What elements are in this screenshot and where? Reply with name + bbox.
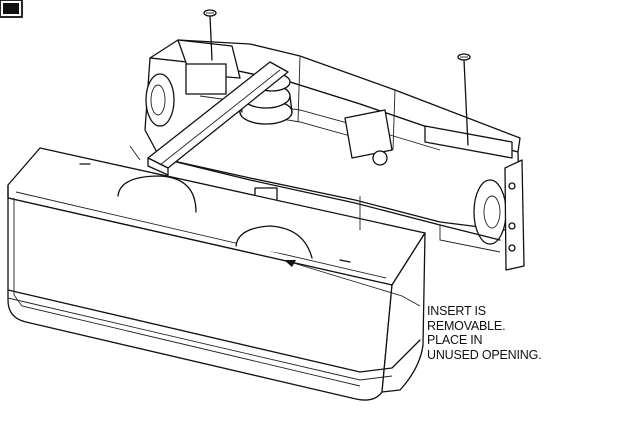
- callout-leader: [284, 260, 421, 307]
- cover-opening-insert: [235, 225, 313, 259]
- callout-line-2: REMOVABLE.: [427, 318, 506, 333]
- closer-cover: [7, 145, 426, 401]
- mounting-screw-left: [203, 9, 217, 61]
- callout-line-1: INSERT IS: [427, 304, 486, 318]
- callout-line-3: PLACE IN: [427, 333, 483, 348]
- insert-callout-label: INSERT IS REMOVABLE. PLACE IN UNUSED OPE…: [427, 304, 542, 362]
- step-number-box: [0, 0, 23, 18]
- callout-line-4: UNUSED OPENING.: [427, 347, 542, 362]
- closer-body: [144, 39, 525, 271]
- cover-opening-left: [117, 175, 197, 213]
- mounting-screw-right: [457, 53, 471, 146]
